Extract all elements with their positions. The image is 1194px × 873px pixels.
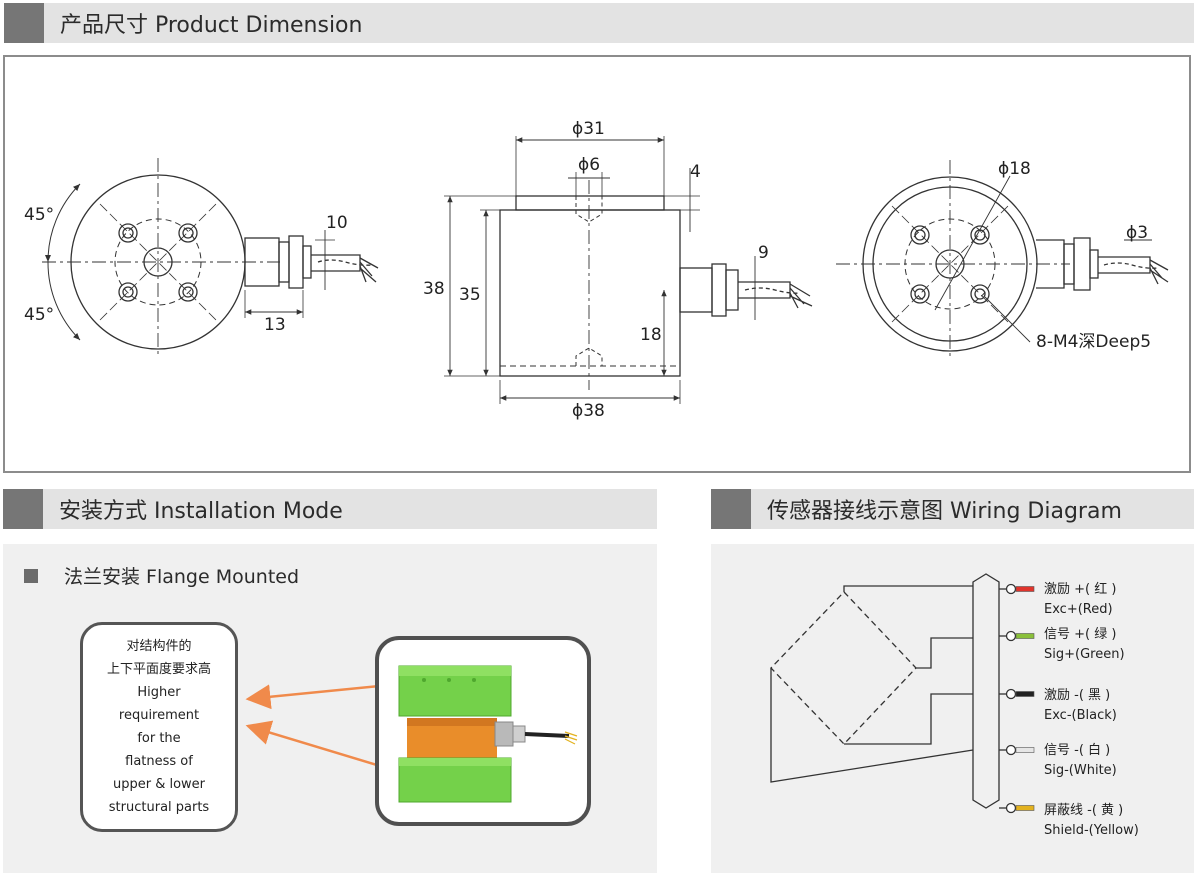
note-line: 对结构件的 [126,639,192,654]
wire-cn: 屏蔽线 -( 黄 ) [1044,803,1124,818]
wiring-panel [711,544,1194,873]
top-dia-label: ϕ31 [572,119,605,139]
wire-en: Sig-(White) [1044,763,1117,778]
wire-cn: 激励 -( 黑 ) [1044,688,1111,703]
wire-en: Exc-(Black) [1044,708,1117,723]
wire-terminals [999,583,1035,814]
base-dia-label: ϕ38 [572,401,605,421]
boss-height-label: 4 [690,162,701,182]
mount-hole [118,282,138,302]
mount-hole [970,284,990,304]
cable-dia-label: 10 [326,213,348,233]
load-cell-3d-icon [398,665,578,803]
mounting-illustration [375,636,591,826]
wire-terminal [999,802,1035,814]
wiring-diagram-title: 传感器接线示意图 Wiring Diagram [767,499,1122,524]
inner-dia-label: ϕ18 [998,159,1031,179]
header-tab-marker [711,489,751,529]
installation-subtitle: 法兰安装 Flange Mounted [64,566,300,588]
wire-terminal [999,688,1035,700]
wire-label-exc-plus: 激励 +( 红 ) Exc+(Red) [1044,580,1116,620]
wire-terminal [999,744,1035,756]
cable-len-label: 13 [264,315,286,335]
note-line: for the [137,731,181,746]
header-tab-marker [3,489,43,529]
installation-mode-header: 安装方式 Installation Mode [3,489,657,529]
arrow-upper [245,682,401,710]
mount-hole [178,223,198,243]
note-line: structural parts [108,800,210,815]
pointer-arrows [245,682,401,774]
wiring-diagram-header: 传感器接线示意图 Wiring Diagram [711,489,1194,529]
product-dimension-title: 产品尺寸 Product Dimension [60,13,363,38]
cable-height-label: 18 [640,325,662,345]
subtitle-bullet-icon [24,569,38,583]
wire-label-shield: 屏蔽线 -( 黄 ) Shield-(Yellow) [1044,801,1139,841]
front-view [444,136,813,404]
wire-en: Shield-(Yellow) [1044,823,1139,838]
wire-en: Sig+(Green) [1044,647,1125,662]
wiring-diagram [770,573,1035,814]
wire-terminal [999,583,1035,595]
thread-note-label: 8-M4深Deep5 [1036,332,1151,352]
installation-mode-title: 安装方式 Installation Mode [59,499,343,524]
header-tab-marker [4,3,44,43]
mount-hole [118,223,138,243]
note-line: upper & lower [112,777,206,792]
body-height-label: 35 [459,285,481,305]
cable-bundle [972,573,1000,809]
dimension-drawing: 45° 45° 10 13 ϕ31 [24,119,1169,421]
wire-label-sig-plus: 信号 +( 绿 ) Sig+(Green) [1044,625,1125,665]
mount-hole [178,282,198,302]
total-height-label: 38 [423,279,445,299]
wire-label-exc-minus: 激励 -( 黑 ) Exc-(Black) [1044,686,1117,726]
wire-en: Exc+(Red) [1044,602,1113,617]
right-view [836,160,1169,360]
hole-dia-label: ϕ6 [578,155,600,175]
wire-cn: 信号 -( 白 ) [1044,743,1111,758]
note-line: 上下平面度要求高 [106,662,211,677]
cable-gland-label: 9 [758,243,769,263]
wire-cn: 信号 +( 绿 ) [1044,627,1117,642]
note-line: flatness of [125,754,193,769]
note-line: requirement [118,708,200,723]
flatness-note-bubble: 对结构件的 上下平面度要求高 Higher requirement for th… [80,622,238,832]
mount-hole [910,284,930,304]
arrow-lower [245,720,401,774]
wire-cn: 激励 +( 红 ) [1044,582,1117,597]
left-view [42,158,379,356]
wheatstone-bridge [770,591,917,745]
wire-dia-label: ϕ3 [1126,223,1148,243]
product-dimension-header: 产品尺寸 Product Dimension [4,3,1194,43]
angle-top-label: 45° [24,205,54,225]
mount-hole [910,225,930,245]
wire-terminal [999,630,1035,642]
note-line: Higher [137,685,181,700]
wire-label-sig-minus: 信号 -( 白 ) Sig-(White) [1044,741,1117,781]
angle-bottom-label: 45° [24,305,54,325]
